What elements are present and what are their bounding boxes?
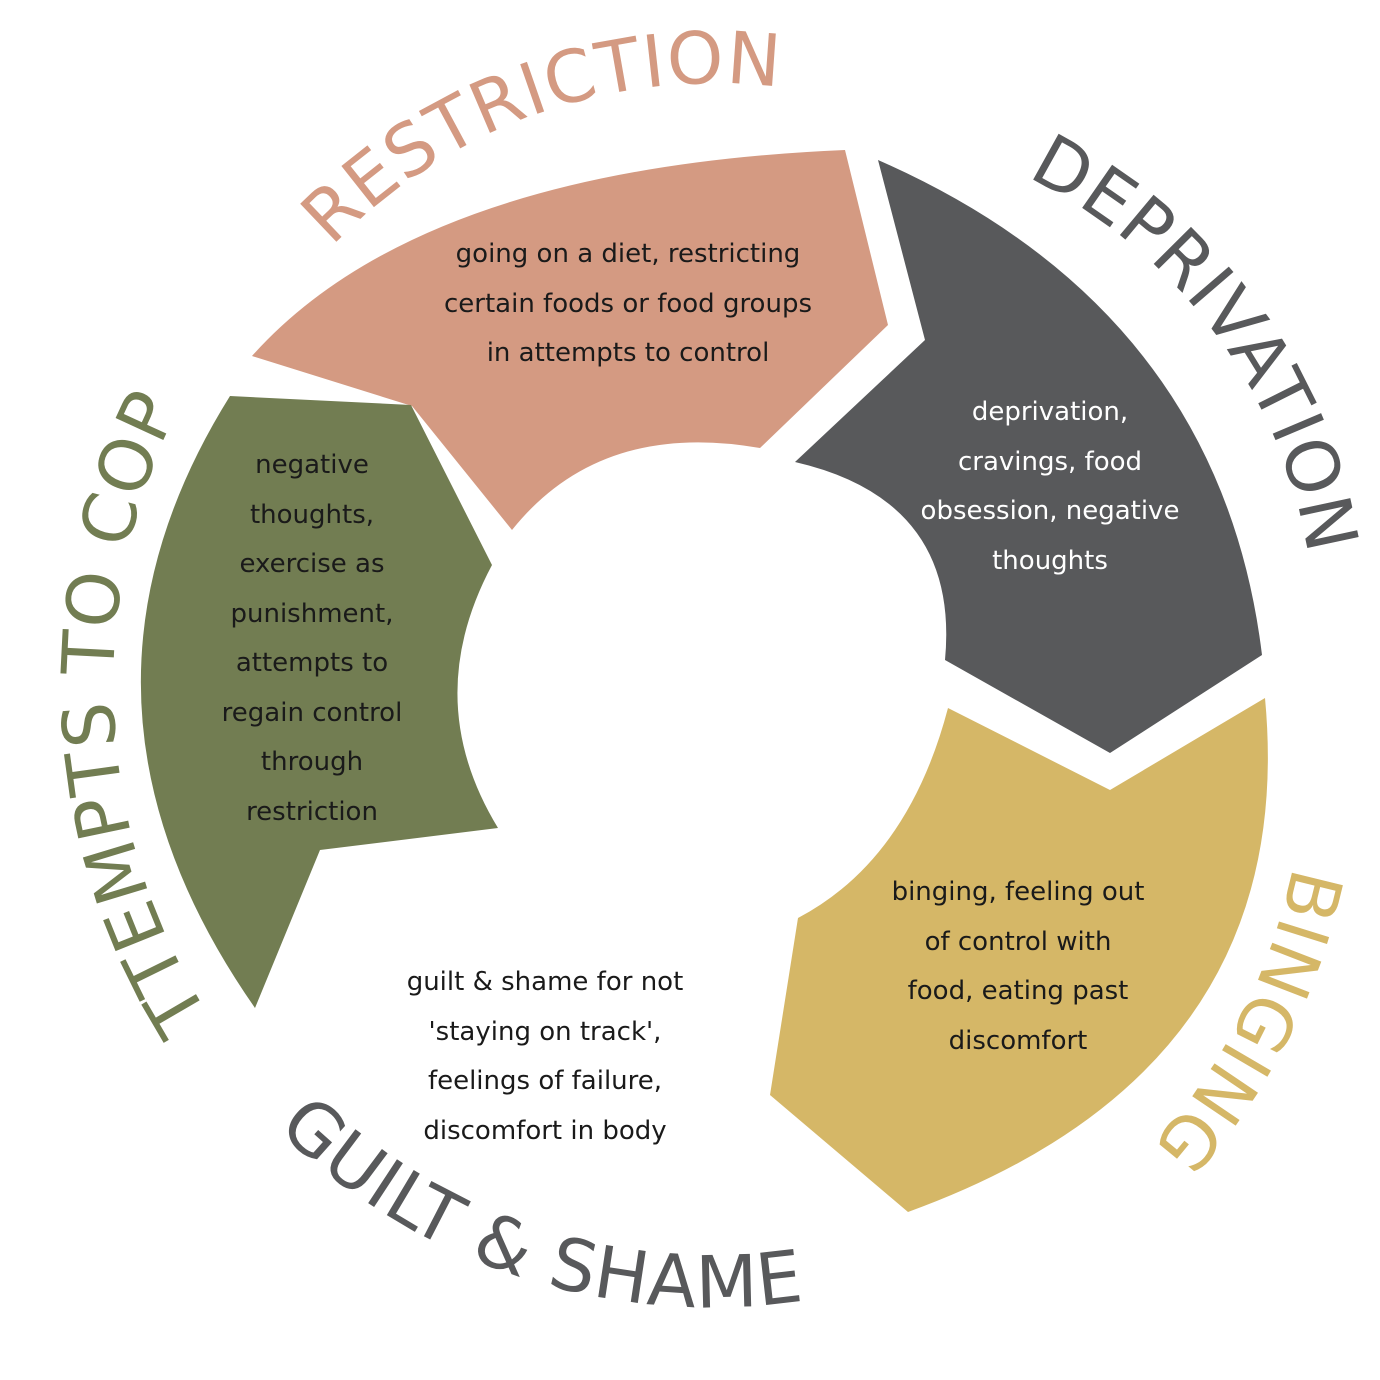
attempts-line: through <box>260 747 364 777</box>
guilt-line: discomfort in body <box>423 1115 667 1146</box>
deprivation-line: deprivation, <box>971 397 1129 427</box>
guilt-line: guilt & shame for not <box>406 967 684 997</box>
attempts-line: exercise as <box>239 549 385 579</box>
restriction-line: in attempts to control <box>486 338 770 368</box>
binging-line: discomfort <box>948 1025 1088 1056</box>
deprivation-line: thoughts <box>992 545 1108 576</box>
attempts-line: regain control <box>221 697 403 728</box>
restriction-description: going on a diet, restricting certain foo… <box>410 230 846 379</box>
restriction-line: certain foods or food groups <box>443 288 812 319</box>
attempts-description: negative thoughts, exercise as punishmen… <box>200 441 424 837</box>
binging-line: of control with <box>924 926 1112 957</box>
guilt-line: 'staying on track', <box>428 1016 662 1047</box>
deprivation-line: cravings, food <box>957 446 1143 477</box>
attempts-line: restriction <box>246 796 378 827</box>
attempts-segment <box>140 396 498 1008</box>
attempts-line: negative <box>255 450 369 480</box>
restriction-line: going on a diet, restricting <box>455 239 801 269</box>
restriction-segment <box>252 150 888 530</box>
deprivation-description: deprivation, cravings, food obsession, n… <box>900 388 1200 586</box>
attempts-line: attempts to <box>235 648 389 678</box>
guilt-line: feelings of failure, <box>427 1066 663 1096</box>
binging-line: binging, feeling out <box>891 877 1145 907</box>
guilt-description: guilt & shame for not 'staying on track'… <box>385 958 705 1156</box>
binging-segment <box>770 698 1268 1212</box>
attempts-line: thoughts, <box>249 499 375 530</box>
deprivation-line: obsession, negative <box>920 496 1180 526</box>
binging-description: binging, feeling out of control with foo… <box>870 868 1166 1066</box>
attempts-line: punishment, <box>230 598 394 629</box>
binging-line: food, eating past <box>907 976 1129 1006</box>
deprivation-segment <box>795 160 1262 753</box>
